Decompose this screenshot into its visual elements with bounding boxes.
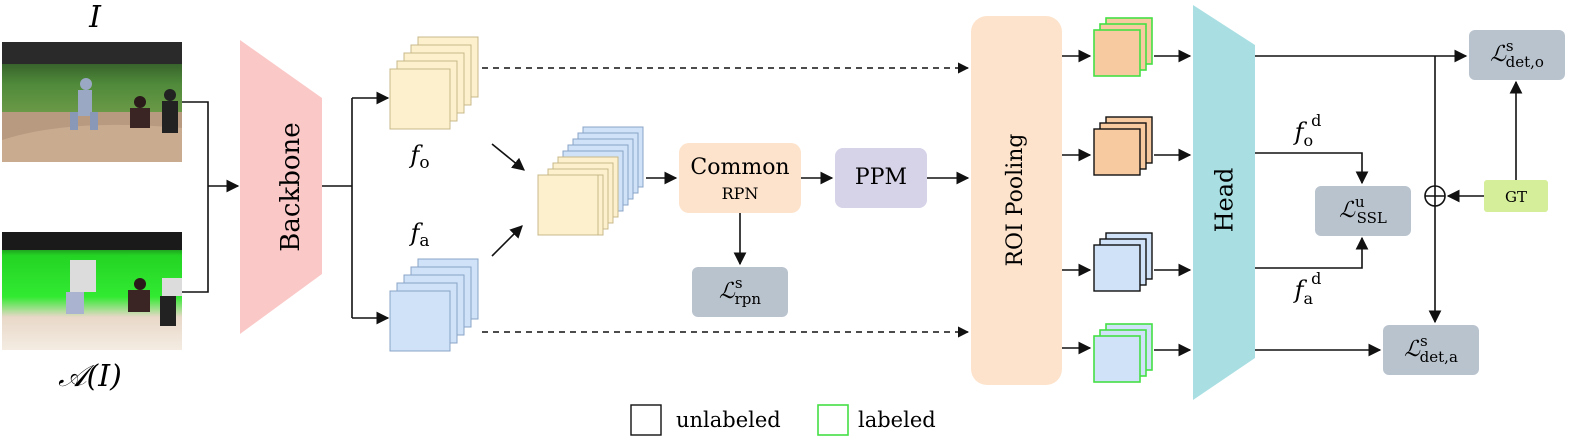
head-block — [1193, 5, 1255, 400]
legend-labeled-label: labeled — [858, 408, 936, 432]
backbone-block — [240, 40, 322, 334]
loss-det-a-box — [1383, 325, 1479, 375]
fod-label: fod — [1293, 111, 1322, 150]
rpn-title: Common — [690, 155, 789, 180]
roi-feat-labeled-orange — [1093, 17, 1153, 77]
input-augmented-label: 𝒜(I) — [58, 359, 122, 394]
roi-feat-unlabeled-blue — [1093, 232, 1153, 292]
concat-feature-stack — [537, 126, 644, 236]
ppm-box — [835, 148, 927, 208]
fa-label: fa — [408, 219, 429, 251]
oplus-symbol — [1424, 185, 1446, 207]
fo-label: fo — [408, 141, 429, 173]
fa-to-concat-arrow — [491, 225, 523, 257]
original-to-merge-line — [182, 101, 209, 293]
gt-label: GT — [1505, 188, 1527, 206]
fad-to-ssl-arrow — [1255, 236, 1369, 269]
input-original-label: I — [88, 0, 102, 35]
roi-feat-labeled-blue — [1093, 323, 1153, 383]
fo-feature-stack — [389, 36, 479, 130]
loss-ssl-box — [1315, 186, 1411, 236]
loss-det-o-box — [1469, 30, 1565, 80]
roi-feat-unlabeled-orange — [1093, 116, 1153, 176]
legend-unlabeled-label: unlabeled — [676, 408, 781, 432]
fa-feature-stack — [389, 258, 479, 352]
backbone-label: Backbone — [276, 122, 306, 251]
original-image — [2, 42, 182, 162]
head-label: Head — [1211, 168, 1239, 233]
fo-to-concat-arrow — [491, 143, 525, 171]
ppm-label: PPM — [855, 165, 907, 190]
rpn-subtitle: RPN — [722, 184, 759, 203]
fod-to-ssl-arrow — [1255, 152, 1369, 185]
loss-rpn-box — [692, 267, 788, 317]
legend-unlabeled-swatch — [630, 404, 662, 436]
augmented-image — [2, 232, 182, 350]
roi-pooling-box — [971, 16, 1062, 385]
roi-pooling-label: ROI Pooling — [1003, 133, 1028, 266]
legend-labeled-swatch — [817, 404, 849, 436]
gt-box — [1484, 180, 1548, 212]
fad-label: fad — [1293, 269, 1322, 308]
common-rpn-box — [679, 143, 801, 213]
